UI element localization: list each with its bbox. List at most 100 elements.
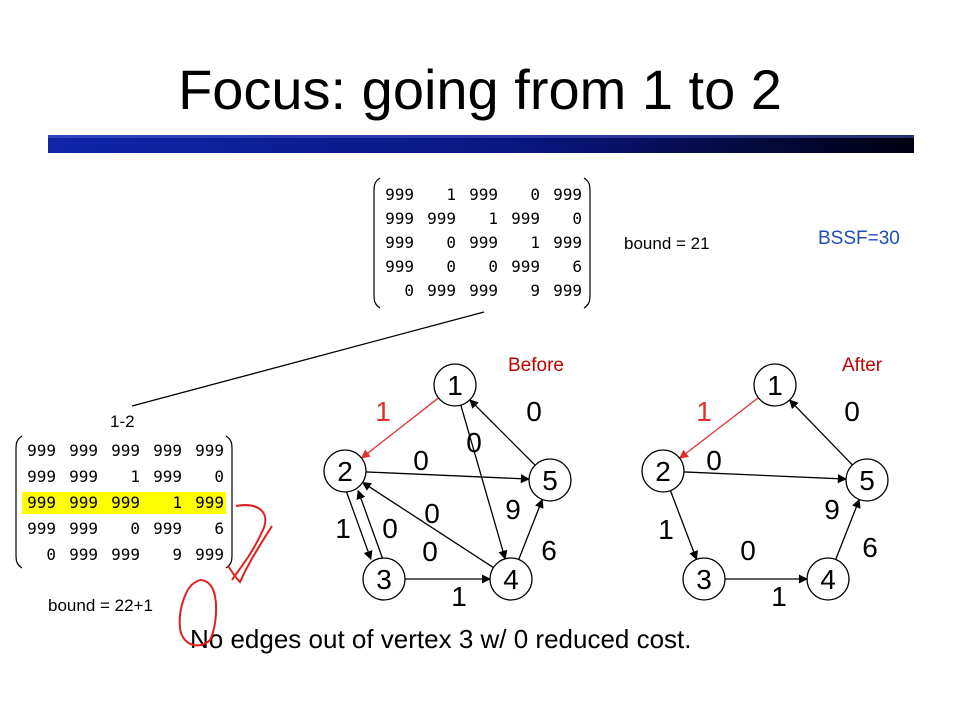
- matrix-cell: 0: [572, 209, 582, 228]
- edge-2-3: [669, 490, 698, 561]
- edge-cost-label: 1: [375, 396, 391, 427]
- node-circle: [753, 363, 797, 407]
- edge-cost-label: 1: [451, 581, 467, 612]
- matrix-cell: 1: [530, 233, 540, 252]
- edge-4-5: [835, 498, 861, 560]
- matrix-cell: 999: [553, 233, 582, 252]
- matrix-cell: 0: [130, 519, 140, 538]
- matrix-cell: 9: [530, 281, 540, 300]
- node-circle: [806, 557, 850, 601]
- matrix-cell: 999: [195, 493, 224, 512]
- node-circle: [362, 557, 406, 601]
- edge-cost-label: 0: [526, 396, 542, 427]
- matrix-cell: 0: [530, 185, 540, 204]
- node-label: 5: [542, 465, 558, 496]
- matrix-cell: 999: [69, 467, 98, 486]
- matrix-cell: 1: [488, 209, 498, 228]
- matrix-brackets: [15, 435, 233, 569]
- matrix-cell: 999: [27, 493, 56, 512]
- matrix-cell: 0: [46, 545, 56, 564]
- edge-1-2: [678, 397, 759, 459]
- title-underline-bar: [48, 135, 914, 153]
- matrix-cell: 999: [153, 467, 182, 486]
- edge-3-2: [356, 489, 384, 560]
- edge-4-2: [361, 481, 494, 569]
- matrix-row: 999 999 1 999 0: [22, 466, 226, 488]
- matrix-cell: 999: [385, 233, 414, 252]
- matrix-cell: 999: [111, 441, 140, 460]
- edge-cost-label: 1: [335, 513, 351, 544]
- matrix-cell: 999: [511, 257, 540, 276]
- node-label: 1: [767, 370, 783, 401]
- edge-cost-label: 1: [696, 396, 712, 427]
- hand-drawn-bracket-annotation: [231, 504, 267, 581]
- matrix-cell: 999: [27, 467, 56, 486]
- edge-5-1: [469, 399, 536, 466]
- edge-cost-label: 0: [382, 513, 398, 544]
- matrix-cell: 999: [153, 519, 182, 538]
- edge-cost-label: 6: [541, 535, 557, 566]
- slide-title: Focus: going from 1 to 2: [178, 58, 782, 121]
- matrix-cell: 6: [214, 519, 224, 538]
- matrix-cell: 999: [27, 441, 56, 460]
- edge-2-5: [365, 471, 530, 484]
- edge-cost-label: 1: [658, 514, 674, 545]
- node-circle: [489, 557, 533, 601]
- matrix-cell: 999: [511, 209, 540, 228]
- edge-cost-label: 9: [824, 494, 840, 525]
- edge-1-4: [460, 404, 508, 560]
- node-label: 5: [859, 465, 875, 496]
- matrix-cell: 999: [469, 233, 498, 252]
- matrix-cell: 999: [385, 185, 414, 204]
- matrix-cell: 0: [214, 467, 224, 486]
- edge-cost-label: 6: [862, 532, 878, 563]
- tree-connector-line: [131, 311, 485, 407]
- matrix-cell: 999: [69, 493, 98, 512]
- bottom-caption: No edges out of vertex 3 w/ 0 reduced co…: [190, 624, 692, 654]
- matrix-cell: 999: [111, 493, 140, 512]
- matrix-cell: 999: [111, 545, 140, 564]
- matrix-brackets: [373, 177, 591, 309]
- matrix-cell: 999: [427, 209, 456, 228]
- node-label: 2: [337, 456, 353, 487]
- node-label: 3: [376, 564, 392, 595]
- edge-cost-label: 0: [424, 498, 440, 529]
- matrix-cell: 1: [130, 467, 140, 486]
- matrix-cell: 0: [488, 257, 498, 276]
- matrix-cell: 999: [195, 441, 224, 460]
- node-label: 3: [696, 564, 712, 595]
- matrix-cell: 6: [572, 257, 582, 276]
- matrix-cell: 999: [153, 441, 182, 460]
- edge-cost-label: 9: [505, 494, 521, 525]
- node-circle: [528, 458, 572, 502]
- bssf-label: BSSF=30: [818, 228, 900, 249]
- matrix-cell: 999: [385, 257, 414, 276]
- node-circle: [682, 557, 726, 601]
- edge-1-2: [360, 397, 439, 459]
- matrix-row: 999 0 999 1 999: [380, 232, 584, 254]
- matrix-cell: 999: [469, 281, 498, 300]
- matrix-cell: 999: [27, 519, 56, 538]
- edge-cost-label: 0: [740, 535, 756, 566]
- edge-2-3: [345, 490, 373, 561]
- node-label: 4: [820, 564, 836, 595]
- matrix-cell: 0: [446, 233, 456, 252]
- after-caption: After: [842, 355, 883, 376]
- matrix-cell: 0: [404, 281, 414, 300]
- node-label: 4: [503, 564, 519, 595]
